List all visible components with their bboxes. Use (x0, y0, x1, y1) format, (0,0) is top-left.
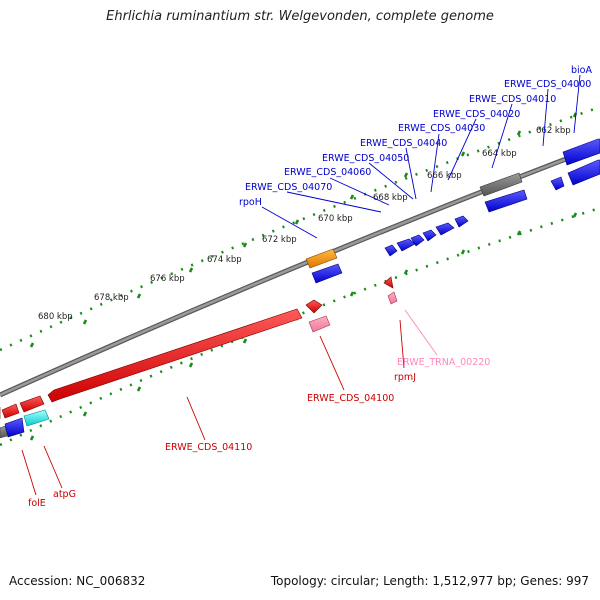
map-title: Ehrlichia ruminantium str. Welgevonden, … (106, 9, 494, 24)
feature-arrow (23, 409, 50, 427)
feature-arrow (4, 417, 25, 438)
feature-arrow (0, 425, 8, 439)
gene-label-atpG: atpG (53, 489, 76, 500)
gene-label-cds-04020: ERWE_CDS_04020 (433, 109, 520, 120)
feature-arrow (422, 229, 437, 242)
feature-arrow (567, 159, 600, 186)
feature-arrow (305, 248, 338, 269)
feature-arrow (387, 291, 398, 305)
gene-label-cds-04010: ERWE_CDS_04010 (469, 94, 556, 105)
feature-arrow (308, 315, 331, 333)
scale-label: 666 kbp (427, 171, 462, 181)
gene-label-folE: folE (28, 498, 46, 509)
gene-label-cds-04100: ERWE_CDS_04100 (307, 393, 394, 404)
gene-label-bioA: bioA (571, 65, 592, 76)
forward-leader-lines (261, 74, 581, 239)
feature-arrow (19, 395, 45, 413)
gene-label-rpmJ: rpmJ (394, 372, 416, 383)
scale-label: 668 kbp (373, 193, 408, 203)
scale-label: 676 kbp (150, 274, 185, 284)
gene-label-cds-04030: ERWE_CDS_04030 (398, 123, 485, 134)
feature-arrow (479, 172, 523, 197)
gene-label-cds-04040: ERWE_CDS_04040 (360, 138, 447, 149)
feature-arrow (484, 189, 528, 213)
scale-label: 662 kbp (536, 126, 571, 136)
feature-arrow (311, 263, 343, 284)
feature-arrow (384, 244, 398, 257)
scale-label: 670 kbp (318, 214, 353, 224)
gene-label-rpoH: rpoH (239, 197, 262, 208)
inner-major-ticks (29, 212, 578, 441)
feature-arrow (562, 138, 600, 166)
feature-arrow (435, 222, 455, 236)
feature-arrow (47, 308, 303, 403)
scale-label: 674 kbp (207, 255, 242, 265)
feature-arrow (550, 176, 565, 191)
gene-label-cds-04050: ERWE_CDS_04050 (322, 153, 409, 164)
forward-strand-features (4, 138, 600, 438)
gene-label-trna-00220: ERWE_TRNA_00220 (397, 357, 490, 368)
feature-arrow (1, 403, 20, 419)
scale-label: 680 kbp (38, 312, 73, 322)
accession-text: Accession: NC_006832 (9, 574, 146, 588)
scale-label: 672 kbp (262, 235, 297, 245)
summary-text: Topology: circular; Length: 1,512,977 bp… (270, 574, 589, 588)
inner-tick-row (0, 206, 600, 447)
outer-major-ticks (29, 112, 578, 348)
reverse-strand-features (0, 276, 398, 439)
scale-label: 664 kbp (482, 149, 517, 159)
gene-label-cds-04000: ERWE_CDS_04000 (504, 79, 591, 90)
feature-arrow (383, 276, 394, 289)
gene-label-cds-04060: ERWE_CDS_04060 (284, 167, 371, 178)
gene-label-cds-04110: ERWE_CDS_04110 (165, 442, 252, 453)
scale-label: 678 kbp (94, 293, 129, 303)
gene-label-cds-04070: ERWE_CDS_04070 (245, 182, 332, 193)
reverse-leader-lines (21, 309, 438, 496)
feature-arrow (454, 215, 469, 228)
feature-arrow (305, 299, 323, 314)
feature-arrow (396, 238, 416, 252)
